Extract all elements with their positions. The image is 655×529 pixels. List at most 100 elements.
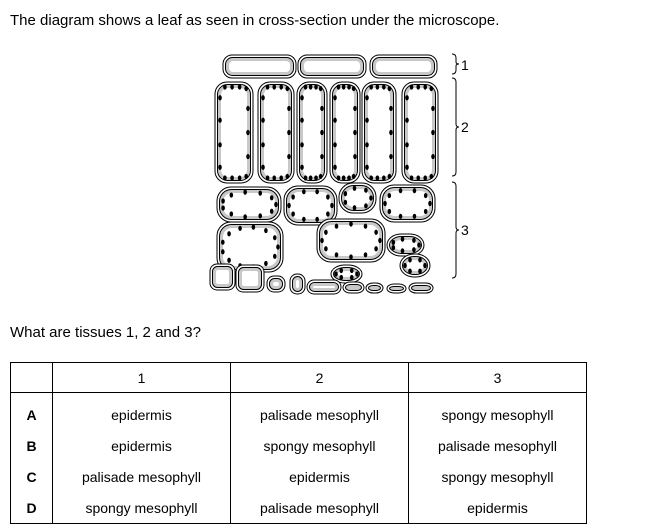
chloroplast-icon — [291, 211, 295, 217]
chloroplast-icon — [412, 237, 416, 243]
chloroplast-icon — [387, 173, 392, 180]
chloroplast-icon — [351, 85, 356, 92]
table-cell: palisade mesophyll — [230, 492, 409, 524]
chloroplast-icon — [408, 257, 412, 263]
chloroplast-icon — [258, 213, 263, 219]
chloroplast-icon — [431, 129, 435, 136]
chloroplast-icon — [324, 246, 328, 252]
spongy-cell — [338, 182, 377, 214]
table-cell: palisade mesophyll — [408, 430, 587, 461]
chloroplast-icon — [314, 84, 318, 90]
chloroplast-icon — [375, 175, 380, 181]
chloroplast-icon — [320, 129, 324, 136]
option-row-d[interactable]: D spongy mesophyll palisade mesophyll ep… — [10, 492, 587, 524]
option-letter: D — [10, 492, 53, 524]
chloroplast-icon — [227, 231, 231, 237]
chloroplast-icon — [349, 274, 354, 281]
chloroplast-icon — [387, 192, 392, 199]
chloroplast-icon — [349, 267, 354, 274]
chloroplast-icon — [412, 188, 417, 194]
chloroplast-icon — [303, 175, 308, 181]
chloroplast-icon — [300, 117, 304, 123]
chloroplast-icon — [347, 175, 351, 181]
chloroplast-icon — [243, 189, 247, 195]
spongy-cell — [316, 218, 386, 263]
chloroplast-icon — [429, 85, 434, 92]
chloroplast-icon — [400, 236, 405, 242]
chloroplast-icon — [315, 189, 319, 195]
chloroplast-icon — [416, 84, 421, 90]
spongy-cell — [379, 184, 436, 223]
chloroplast-icon — [326, 194, 330, 200]
chloroplast-icon — [375, 84, 380, 90]
chloroplast-icon — [237, 175, 242, 181]
chloroplast-icon — [227, 257, 231, 263]
chloroplast-icon — [246, 129, 250, 136]
chloroplast-icon — [334, 223, 339, 229]
option-letter: C — [10, 461, 53, 492]
chloroplast-icon — [387, 208, 392, 215]
chloroplast-icon — [303, 84, 308, 90]
chloroplast-icon — [343, 199, 348, 205]
chloroplast-icon — [382, 84, 386, 90]
chloroplast-icon — [400, 248, 405, 254]
header-cell: 1 — [52, 362, 231, 393]
chloroplast-icon — [403, 262, 407, 269]
table-cell: epidermis — [230, 461, 409, 492]
chloroplast-icon — [302, 216, 306, 222]
chloroplast-icon — [246, 105, 250, 112]
chloroplast-icon — [221, 239, 225, 245]
chloroplast-icon — [308, 175, 313, 181]
chloroplast-icon — [387, 85, 392, 92]
chloroplast-icon — [274, 201, 278, 208]
bracket-3 — [451, 181, 460, 279]
chloroplast-icon — [261, 164, 265, 170]
chloroplast-icon — [246, 153, 250, 160]
lower-epidermis-cell — [266, 275, 286, 293]
chloroplast-icon — [349, 254, 353, 260]
chloroplast-icon — [409, 84, 414, 90]
chloroplast-icon — [365, 164, 369, 170]
chloroplast-icon — [265, 175, 270, 181]
palisade-cell — [401, 81, 439, 184]
chloroplast-icon — [318, 85, 323, 92]
chloroplast-icon — [269, 208, 274, 214]
chloroplast-icon — [429, 173, 434, 180]
header-cell: 2 — [230, 362, 409, 393]
option-letter: A — [10, 392, 53, 430]
chloroplast-icon — [285, 85, 290, 92]
lower-epidermis-cell — [408, 282, 434, 294]
option-row-a[interactable]: A epidermis palisade mesophyll spongy me… — [10, 392, 587, 430]
chloroplast-icon — [352, 205, 357, 211]
option-row-b[interactable]: B epidermis spongy mesophyll palisade me… — [10, 430, 587, 461]
spongy-cell — [330, 264, 363, 284]
lower-epidermis-cell — [365, 282, 384, 294]
chloroplast-icon — [261, 95, 265, 101]
chloroplast-icon — [365, 117, 369, 123]
chloroplast-icon — [285, 173, 290, 180]
chloroplast-icon — [418, 257, 422, 263]
chloroplast-icon — [334, 252, 339, 258]
chloroplast-icon — [291, 194, 295, 200]
chloroplast-icon — [363, 223, 368, 229]
palisade-cell — [329, 81, 361, 184]
lower-epidermis-cell — [235, 264, 265, 293]
chloroplast-icon — [389, 129, 393, 136]
option-row-c[interactable]: C palisade mesophyll epidermis spongy me… — [10, 461, 587, 492]
chloroplast-icon — [265, 84, 270, 90]
chloroplast-icon — [244, 173, 248, 180]
chloroplast-icon — [279, 84, 284, 90]
chloroplast-icon — [272, 175, 277, 181]
chloroplast-icon — [244, 85, 248, 92]
chloroplast-icon — [423, 208, 428, 215]
chloroplast-icon — [369, 84, 374, 90]
chloroplast-icon — [339, 267, 344, 274]
chloroplast-icon — [223, 175, 227, 181]
chloroplast-icon — [333, 164, 337, 170]
table-cell: spongy mesophyll — [408, 392, 587, 430]
chloroplast-icon — [336, 175, 341, 181]
chloroplast-icon — [300, 95, 304, 101]
chloroplast-icon — [261, 117, 265, 123]
chloroplast-icon — [431, 153, 435, 160]
